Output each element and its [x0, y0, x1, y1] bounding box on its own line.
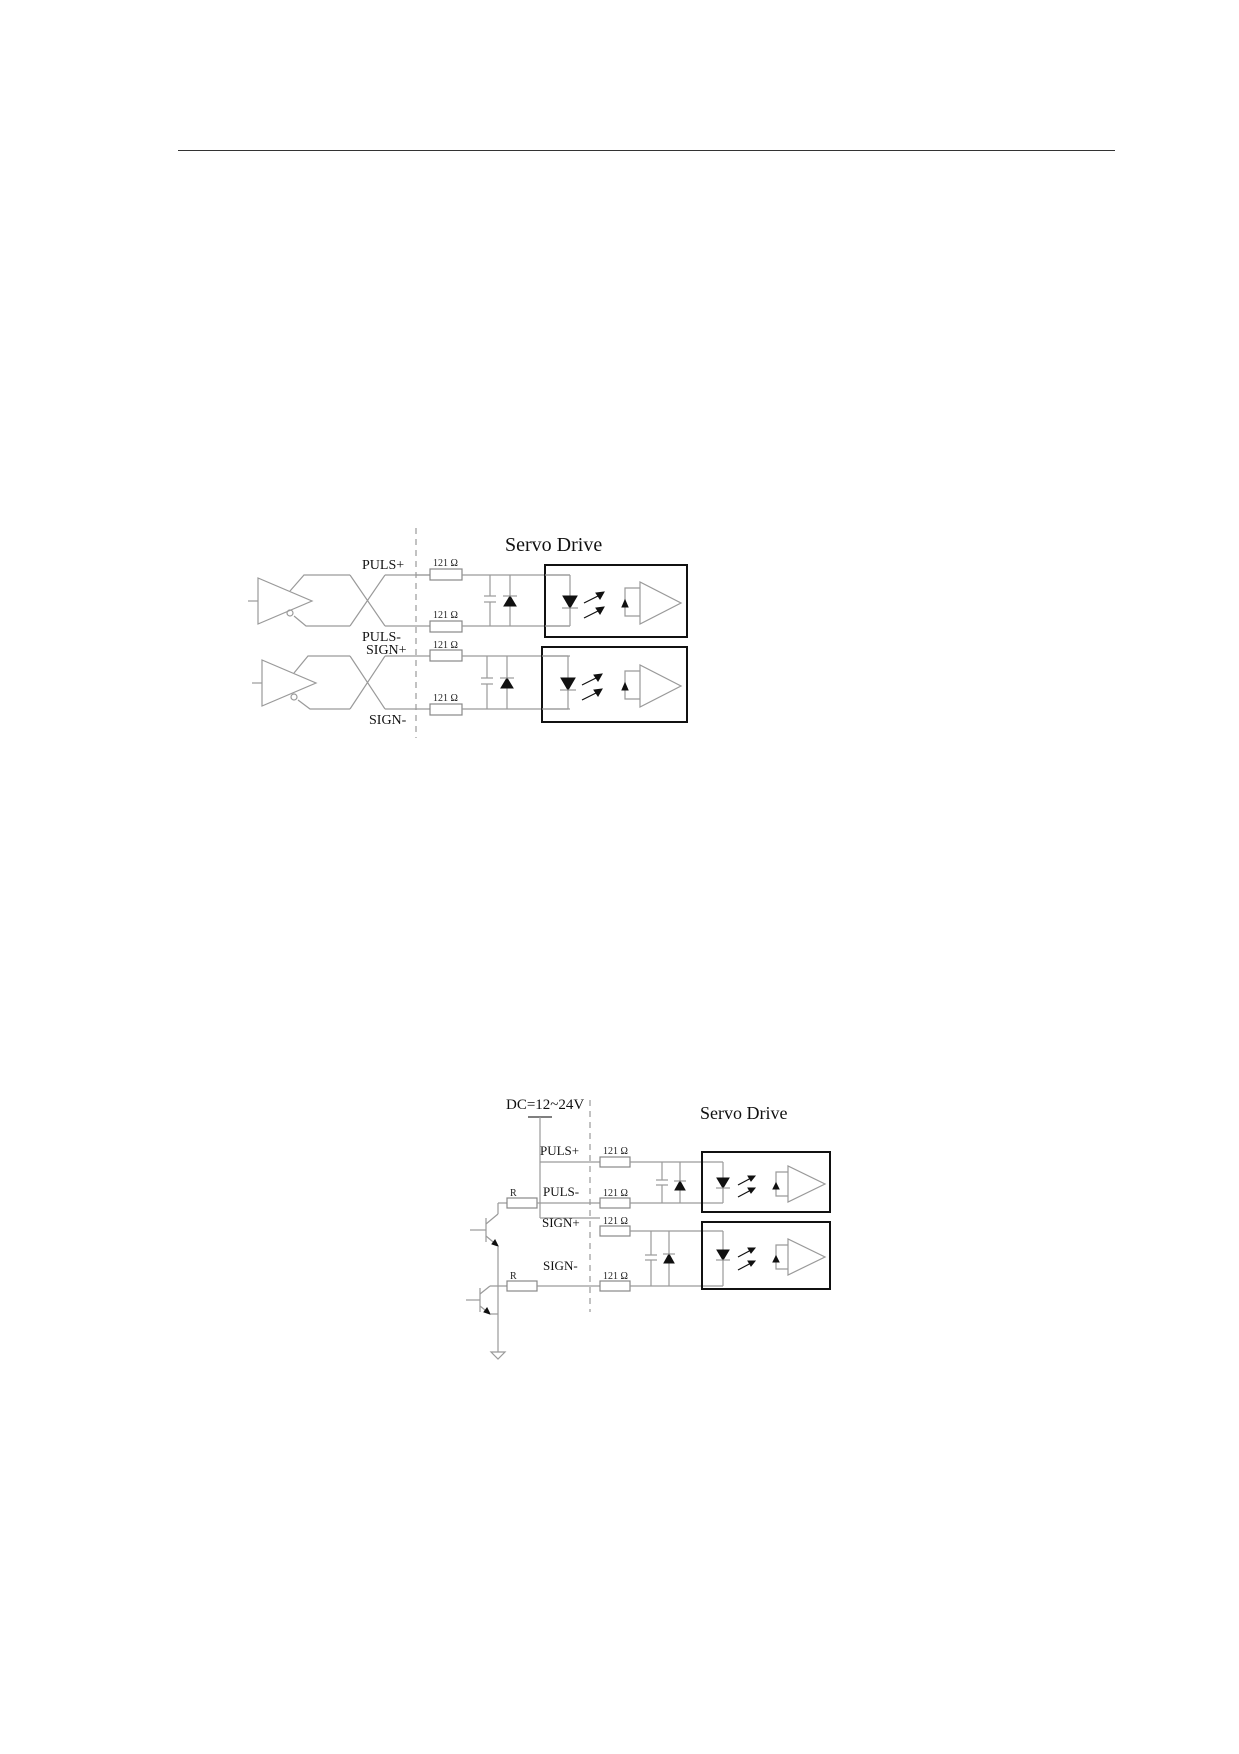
protection-diode-sign: [500, 677, 514, 689]
puls-channel: [248, 564, 688, 638]
servo-drive-title-1: Servo Drive: [505, 534, 602, 556]
twisted-pair-puls: [349, 574, 386, 627]
led-sign: [560, 677, 576, 691]
label-sign-plus-2: SIGN+: [542, 1215, 580, 1230]
res-label-1d: 121 Ω: [433, 693, 458, 704]
r-label-2: R: [510, 1271, 517, 1282]
receiver-amp-puls: [639, 581, 683, 625]
label-puls-minus-2: PULS-: [543, 1184, 579, 1199]
res-label-2d: 121 Ω: [603, 1271, 628, 1282]
optocoupler-box-sign-2: [701, 1221, 831, 1290]
label-puls-minus-1: PULS-: [362, 630, 401, 645]
led-puls: [562, 595, 578, 609]
header-rule: [178, 150, 1115, 151]
resistor-r-sign: [506, 1280, 538, 1292]
ground-symbol: [489, 1351, 507, 1360]
label-sign-minus-1: SIGN-: [369, 713, 407, 728]
label-sign-minus-2: SIGN-: [543, 1258, 578, 1273]
receiver-amp-sign: [639, 664, 683, 708]
res-label-2c: 121 Ω: [603, 1216, 628, 1227]
puls-channel-2: [599, 1151, 831, 1213]
transistor-puls: [470, 1202, 507, 1352]
protection-diode-puls: [503, 595, 517, 607]
label-sign-plus-1: SIGN+: [366, 643, 407, 658]
transistor-sign: [466, 1285, 507, 1315]
r-label-1: R: [510, 1188, 517, 1199]
res-label-2b: 121 Ω: [603, 1188, 628, 1199]
supply-label: DC=12~24V: [506, 1097, 584, 1113]
label-puls-plus-2: PULS+: [540, 1143, 579, 1158]
resistor-r-puls: [506, 1197, 538, 1209]
sign-channel: [252, 646, 688, 723]
res-label-2a: 121 Ω: [603, 1146, 628, 1157]
twisted-pair-sign: [349, 655, 386, 710]
res-label-1c: 121 Ω: [433, 640, 458, 651]
optocoupler-box-sign: [541, 646, 688, 723]
line-driver-sign: [261, 659, 318, 707]
optocoupler-box-puls-2: [701, 1151, 831, 1213]
servo-drive-title-2: Servo Drive: [700, 1103, 787, 1123]
optocoupler-box-puls: [544, 564, 688, 638]
line-driver-puls: [257, 577, 314, 625]
res-label-1b: 121 Ω: [433, 610, 458, 621]
label-puls-plus-1: PULS+: [362, 558, 404, 573]
sign-channel-2: [599, 1221, 831, 1292]
res-label-1a: 121 Ω: [433, 558, 458, 569]
